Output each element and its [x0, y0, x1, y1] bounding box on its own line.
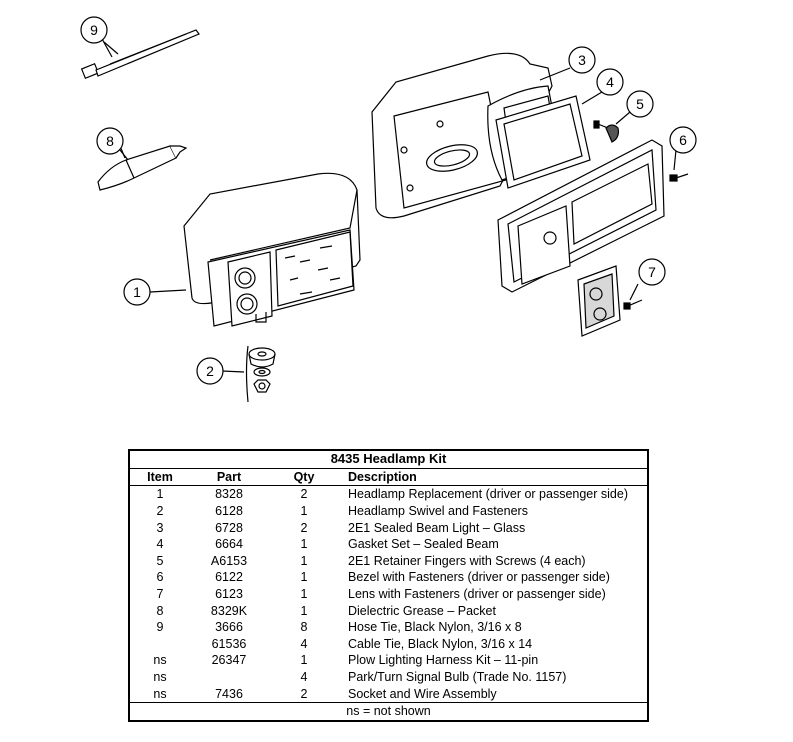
callout-3-label: 3 — [578, 52, 586, 68]
hose-tie-illustration — [80, 29, 200, 80]
cell-part: 26347 — [211, 653, 247, 668]
cell-item: ns — [153, 653, 167, 668]
callout-5-label: 5 — [636, 96, 644, 112]
table-row: 1 8328 2 Headlamp Replacement (driver or pa… — [129, 486, 648, 503]
cell-description: Headlamp Replacement (driver or passenge… — [348, 487, 628, 502]
cell-description: Gasket Set – Sealed Beam — [348, 537, 499, 552]
cell-qty: 1 — [300, 537, 308, 552]
cell-item: 9 — [156, 620, 164, 635]
table-row: ns 7436 2 Socket and Wire Assembly — [129, 685, 648, 702]
cell-qty: 1 — [300, 553, 308, 568]
cell-description: Dielectric Grease – Packet — [348, 603, 496, 618]
cell-item: ns — [153, 686, 167, 701]
headlamp-housing-illustration — [371, 52, 553, 219]
cell-item: 4 — [156, 537, 164, 552]
grease-packet-illustration — [97, 145, 188, 191]
cell-item: 7 — [156, 587, 164, 602]
cell-part: 8328 — [215, 487, 243, 502]
callout-7-label: 7 — [648, 264, 656, 280]
cell-part — [190, 669, 268, 686]
table-header-row: Item Part Qty Description — [129, 468, 648, 487]
callout-4-label: 4 — [606, 74, 614, 90]
table-row: 61536 4 Cable Tie, Black Nylon, 3/16 x 14 — [129, 636, 648, 653]
cell-part: A6153 — [210, 553, 248, 568]
cell-qty: 1 — [300, 587, 308, 602]
cell-qty: 2 — [300, 487, 308, 502]
table-row: 9 3666 8 Hose Tie, Black Nylon, 3/16 x 8 — [129, 619, 648, 636]
table-title: 8435 Headlamp Kit — [129, 450, 648, 469]
cell-description: Headlamp Swivel and Fasteners — [348, 504, 528, 519]
callout-circles — [80, 16, 697, 385]
table-row: 5 A6153 1 2E1 Retainer Fingers with Screws … — [129, 553, 648, 570]
cell-item: 5 — [156, 553, 164, 568]
cell-part: 7436 — [215, 686, 243, 701]
cell-description: Socket and Wire Assembly — [348, 686, 497, 701]
header-part: Part — [190, 468, 268, 487]
cell-item: ns — [153, 670, 167, 685]
cell-description: Cable Tie, Black Nylon, 3/16 x 14 — [348, 636, 533, 651]
exploded-parts-diagram: 9 8 1 2 3 4 5 6 7 — [80, 16, 697, 403]
cell-part: 6123 — [215, 587, 243, 602]
cell-part: 61536 — [211, 636, 247, 651]
table-row: ns 26347 1 Plow Lighting Harness Kit – 11-p… — [129, 652, 648, 669]
cell-item: 3 — [156, 520, 164, 535]
callout-2-label: 2 — [206, 363, 214, 379]
cell-item — [129, 636, 190, 653]
table-row: 6 6122 1 Bezel with Fasteners (driver or pa… — [129, 569, 648, 586]
cell-description: 2E1 Retainer Fingers with Screws (4 each… — [348, 553, 586, 568]
cell-description: Hose Tie, Black Nylon, 3/16 x 8 — [348, 620, 522, 635]
cell-part: 6664 — [215, 537, 243, 552]
gasket-illustration — [495, 95, 591, 189]
cell-qty: 1 — [300, 603, 308, 618]
table-row: 2 6128 1 Headlamp Swivel and Fasteners — [129, 503, 648, 520]
cell-qty: 1 — [300, 570, 308, 585]
cell-description: Lens with Fasteners (driver or passenger… — [348, 587, 606, 602]
header-item: Item — [129, 468, 190, 487]
cell-part: 6728 — [215, 520, 243, 535]
table-row: 7 6123 1 Lens with Fasteners (driver or pas… — [129, 586, 648, 603]
bezel-illustration — [497, 139, 689, 293]
cell-qty: 1 — [300, 504, 308, 519]
cell-qty: 4 — [300, 636, 308, 651]
table-row: 3 6728 2 2E1 Sealed Beam Light – Glass — [129, 519, 648, 536]
cell-part: 3666 — [215, 620, 243, 635]
cell-qty: 1 — [300, 653, 308, 668]
callout-6-label: 6 — [679, 132, 687, 148]
cell-part: 6122 — [215, 570, 243, 585]
cell-description: Plow Lighting Harness Kit – 11-pin — [348, 653, 539, 668]
parts-table: 8435 Headlamp Kit Item Part Qty Descript… — [128, 449, 649, 722]
cell-description: Park/Turn Signal Bulb (Trade No. 1157) — [348, 670, 567, 685]
cell-item: 1 — [156, 487, 164, 502]
cell-item: 2 — [156, 504, 164, 519]
table-row: 4 6664 1 Gasket Set – Sealed Beam — [129, 536, 648, 553]
retainer-fingers-illustration — [593, 120, 619, 143]
cell-description: Bezel with Fasteners (driver or passenge… — [348, 570, 610, 585]
cell-item: 6 — [156, 570, 164, 585]
callout-leaders — [103, 41, 677, 373]
callout-8-label: 8 — [106, 133, 114, 149]
callout-9-label: 9 — [90, 22, 98, 38]
cell-item: 8 — [156, 603, 164, 618]
callout-1-label: 1 — [133, 284, 141, 300]
table-row: ns 4 Park/Turn Signal Bulb (Trade No. 1157… — [129, 669, 648, 686]
cell-description: 2E1 Sealed Beam Light – Glass — [348, 520, 526, 535]
lens-illustration — [577, 265, 643, 337]
cell-qty: 2 — [300, 686, 308, 701]
headlamp-assembly-illustration — [183, 172, 361, 327]
cell-part: 6128 — [215, 504, 243, 519]
table-row: 8 8329K 1 Dielectric Grease – Packet — [129, 602, 648, 619]
cell-part: 8329K — [210, 603, 248, 618]
header-qty: Qty — [268, 468, 340, 487]
cell-qty: 2 — [300, 520, 308, 535]
header-description: Description — [340, 468, 648, 487]
table-footnote: ns = not shown — [129, 701, 648, 721]
cell-qty: 4 — [300, 670, 308, 685]
swivel-fasteners-illustration — [245, 345, 276, 403]
cell-qty: 8 — [300, 620, 308, 635]
